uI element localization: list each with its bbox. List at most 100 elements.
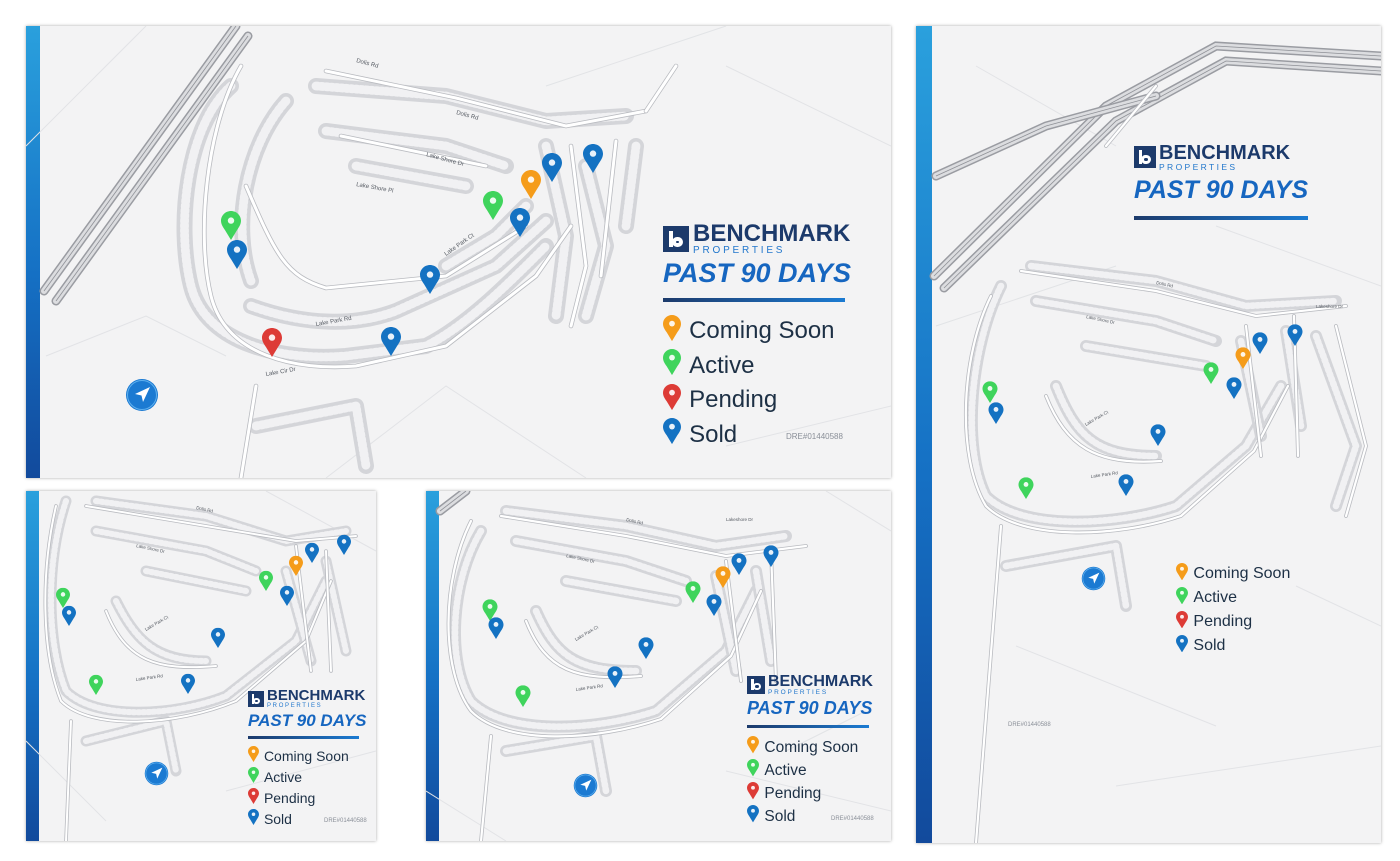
legend-label: Sold xyxy=(263,810,292,827)
legend-item-coming-soon: Coming Soon xyxy=(663,314,835,349)
map-pin-icon[interactable] xyxy=(982,381,998,403)
street-label: Lake Park Rd xyxy=(575,683,603,692)
license-number: DRE#01440588 xyxy=(786,432,843,441)
map-pin-icon[interactable] xyxy=(1235,347,1251,369)
legend-label: Coming Soon xyxy=(689,317,835,345)
map-pin-icon[interactable] xyxy=(181,673,195,694)
map-pin-icon[interactable] xyxy=(262,328,282,357)
legend-item-sold: Sold xyxy=(747,805,858,828)
map-pin-icon[interactable] xyxy=(542,153,562,182)
map-pin-icon[interactable] xyxy=(381,327,401,356)
map-pin-icon[interactable] xyxy=(89,674,103,695)
map-pin-icon[interactable] xyxy=(211,627,225,648)
legend-label: Pending xyxy=(764,784,822,802)
map-pin-icon[interactable] xyxy=(1226,377,1242,399)
map-pin-icon[interactable] xyxy=(763,545,779,567)
map-pin-icon xyxy=(747,759,759,781)
map-pin-icon[interactable] xyxy=(280,585,294,606)
legend-item-pending: Pending xyxy=(663,383,835,418)
map-pin-icon[interactable] xyxy=(515,685,531,707)
navigation-arrow-icon[interactable] xyxy=(1081,566,1106,596)
map-pin-icon[interactable] xyxy=(510,208,530,237)
logo-mark-icon xyxy=(248,690,264,707)
navigation-arrow-icon[interactable] xyxy=(144,761,169,791)
benchmark-logo: BENCHMARK PROPERTIES xyxy=(1134,143,1290,172)
legend-label: Coming Soon xyxy=(764,738,859,756)
legend-label: Sold xyxy=(1193,637,1226,654)
headline-rule xyxy=(663,298,845,302)
map-pin-icon xyxy=(1176,586,1188,609)
map-pin-icon[interactable] xyxy=(259,570,273,591)
map-pin-icon[interactable] xyxy=(420,265,440,294)
map-pin-icon[interactable] xyxy=(731,553,747,575)
street-label: Lake Park Ct xyxy=(144,614,170,632)
map-pin-icon[interactable] xyxy=(482,599,498,621)
logo-mark-icon xyxy=(1134,146,1156,169)
map-pin-icon[interactable] xyxy=(483,191,503,220)
license-number: DRE#01440588 xyxy=(1008,722,1051,728)
legend-item-sold: Sold xyxy=(1176,634,1290,658)
map-pin-icon[interactable] xyxy=(221,211,241,240)
map-pin-icon xyxy=(747,736,759,758)
logo-mark-icon xyxy=(663,226,689,252)
brand-sub: PROPERTIES xyxy=(768,689,828,696)
street-label: Lake Cir Dr xyxy=(265,367,296,378)
street-label: Lakeshore Dr xyxy=(726,517,754,522)
map-pin-icon[interactable] xyxy=(56,587,70,608)
street-label: Lake Park Rd xyxy=(1090,470,1118,479)
headline: PAST 90 DAYS xyxy=(663,258,852,288)
map-pin-icon[interactable] xyxy=(62,605,76,626)
street-label: Lake Park Ct xyxy=(574,624,600,642)
map-pin-icon[interactable] xyxy=(706,594,722,616)
legend-label: Pending xyxy=(263,789,316,806)
brand-name: BENCHMARK xyxy=(693,220,851,247)
map-pin-icon[interactable] xyxy=(289,555,303,576)
map-pin-icon[interactable] xyxy=(685,581,701,603)
headline-rule xyxy=(1134,216,1308,220)
map-pin-icon[interactable] xyxy=(1252,332,1268,354)
map-pin-icon[interactable] xyxy=(1203,362,1219,384)
headline-rule xyxy=(248,736,359,739)
map-pin-icon[interactable] xyxy=(1118,474,1134,496)
map-pin-icon[interactable] xyxy=(337,534,351,555)
map-pin-icon xyxy=(1176,610,1188,633)
benchmark-logo: BENCHMARK PROPERTIES xyxy=(747,674,873,697)
map-pin-icon[interactable] xyxy=(638,637,654,659)
brand-name: BENCHMARK xyxy=(267,687,366,704)
map-pin-icon[interactable] xyxy=(1287,324,1303,346)
map-pin-icon xyxy=(248,767,259,786)
street-label: Lake Shore Pl xyxy=(356,182,394,194)
map-pin-icon[interactable] xyxy=(583,144,603,173)
map-pin-icon[interactable] xyxy=(607,666,623,688)
street-label: Lake Shore Dr xyxy=(1086,314,1116,325)
map-pin-icon[interactable] xyxy=(988,402,1004,424)
map-pin-icon[interactable] xyxy=(715,566,731,588)
map-pin-icon[interactable] xyxy=(1150,424,1166,446)
legend-item-active: Active xyxy=(1176,586,1290,610)
street-label: Dolis Rd xyxy=(455,110,478,122)
brand-stripe xyxy=(26,26,40,478)
map-pin-icon[interactable] xyxy=(227,240,247,269)
legend-item-pending: Pending xyxy=(248,787,349,808)
legend-label: Active xyxy=(689,351,755,379)
map-pin-icon[interactable] xyxy=(488,617,504,639)
brand-stripe xyxy=(426,491,439,841)
logo-mark-icon xyxy=(747,676,765,695)
map-pin-icon[interactable] xyxy=(1018,477,1034,499)
map-pin-icon[interactable] xyxy=(305,542,319,563)
navigation-arrow-icon[interactable] xyxy=(125,378,159,417)
legend-item-coming-soon: Coming Soon xyxy=(1176,562,1290,586)
navigation-arrow-icon[interactable] xyxy=(573,773,598,803)
legend-label: Active xyxy=(1193,589,1237,606)
legend-item-active: Active xyxy=(747,759,858,782)
street-label: Dolis Rd xyxy=(355,58,378,70)
map-pin-icon[interactable] xyxy=(521,170,541,199)
legend-label: Coming Soon xyxy=(1193,565,1291,582)
brand-stripe xyxy=(916,26,932,843)
